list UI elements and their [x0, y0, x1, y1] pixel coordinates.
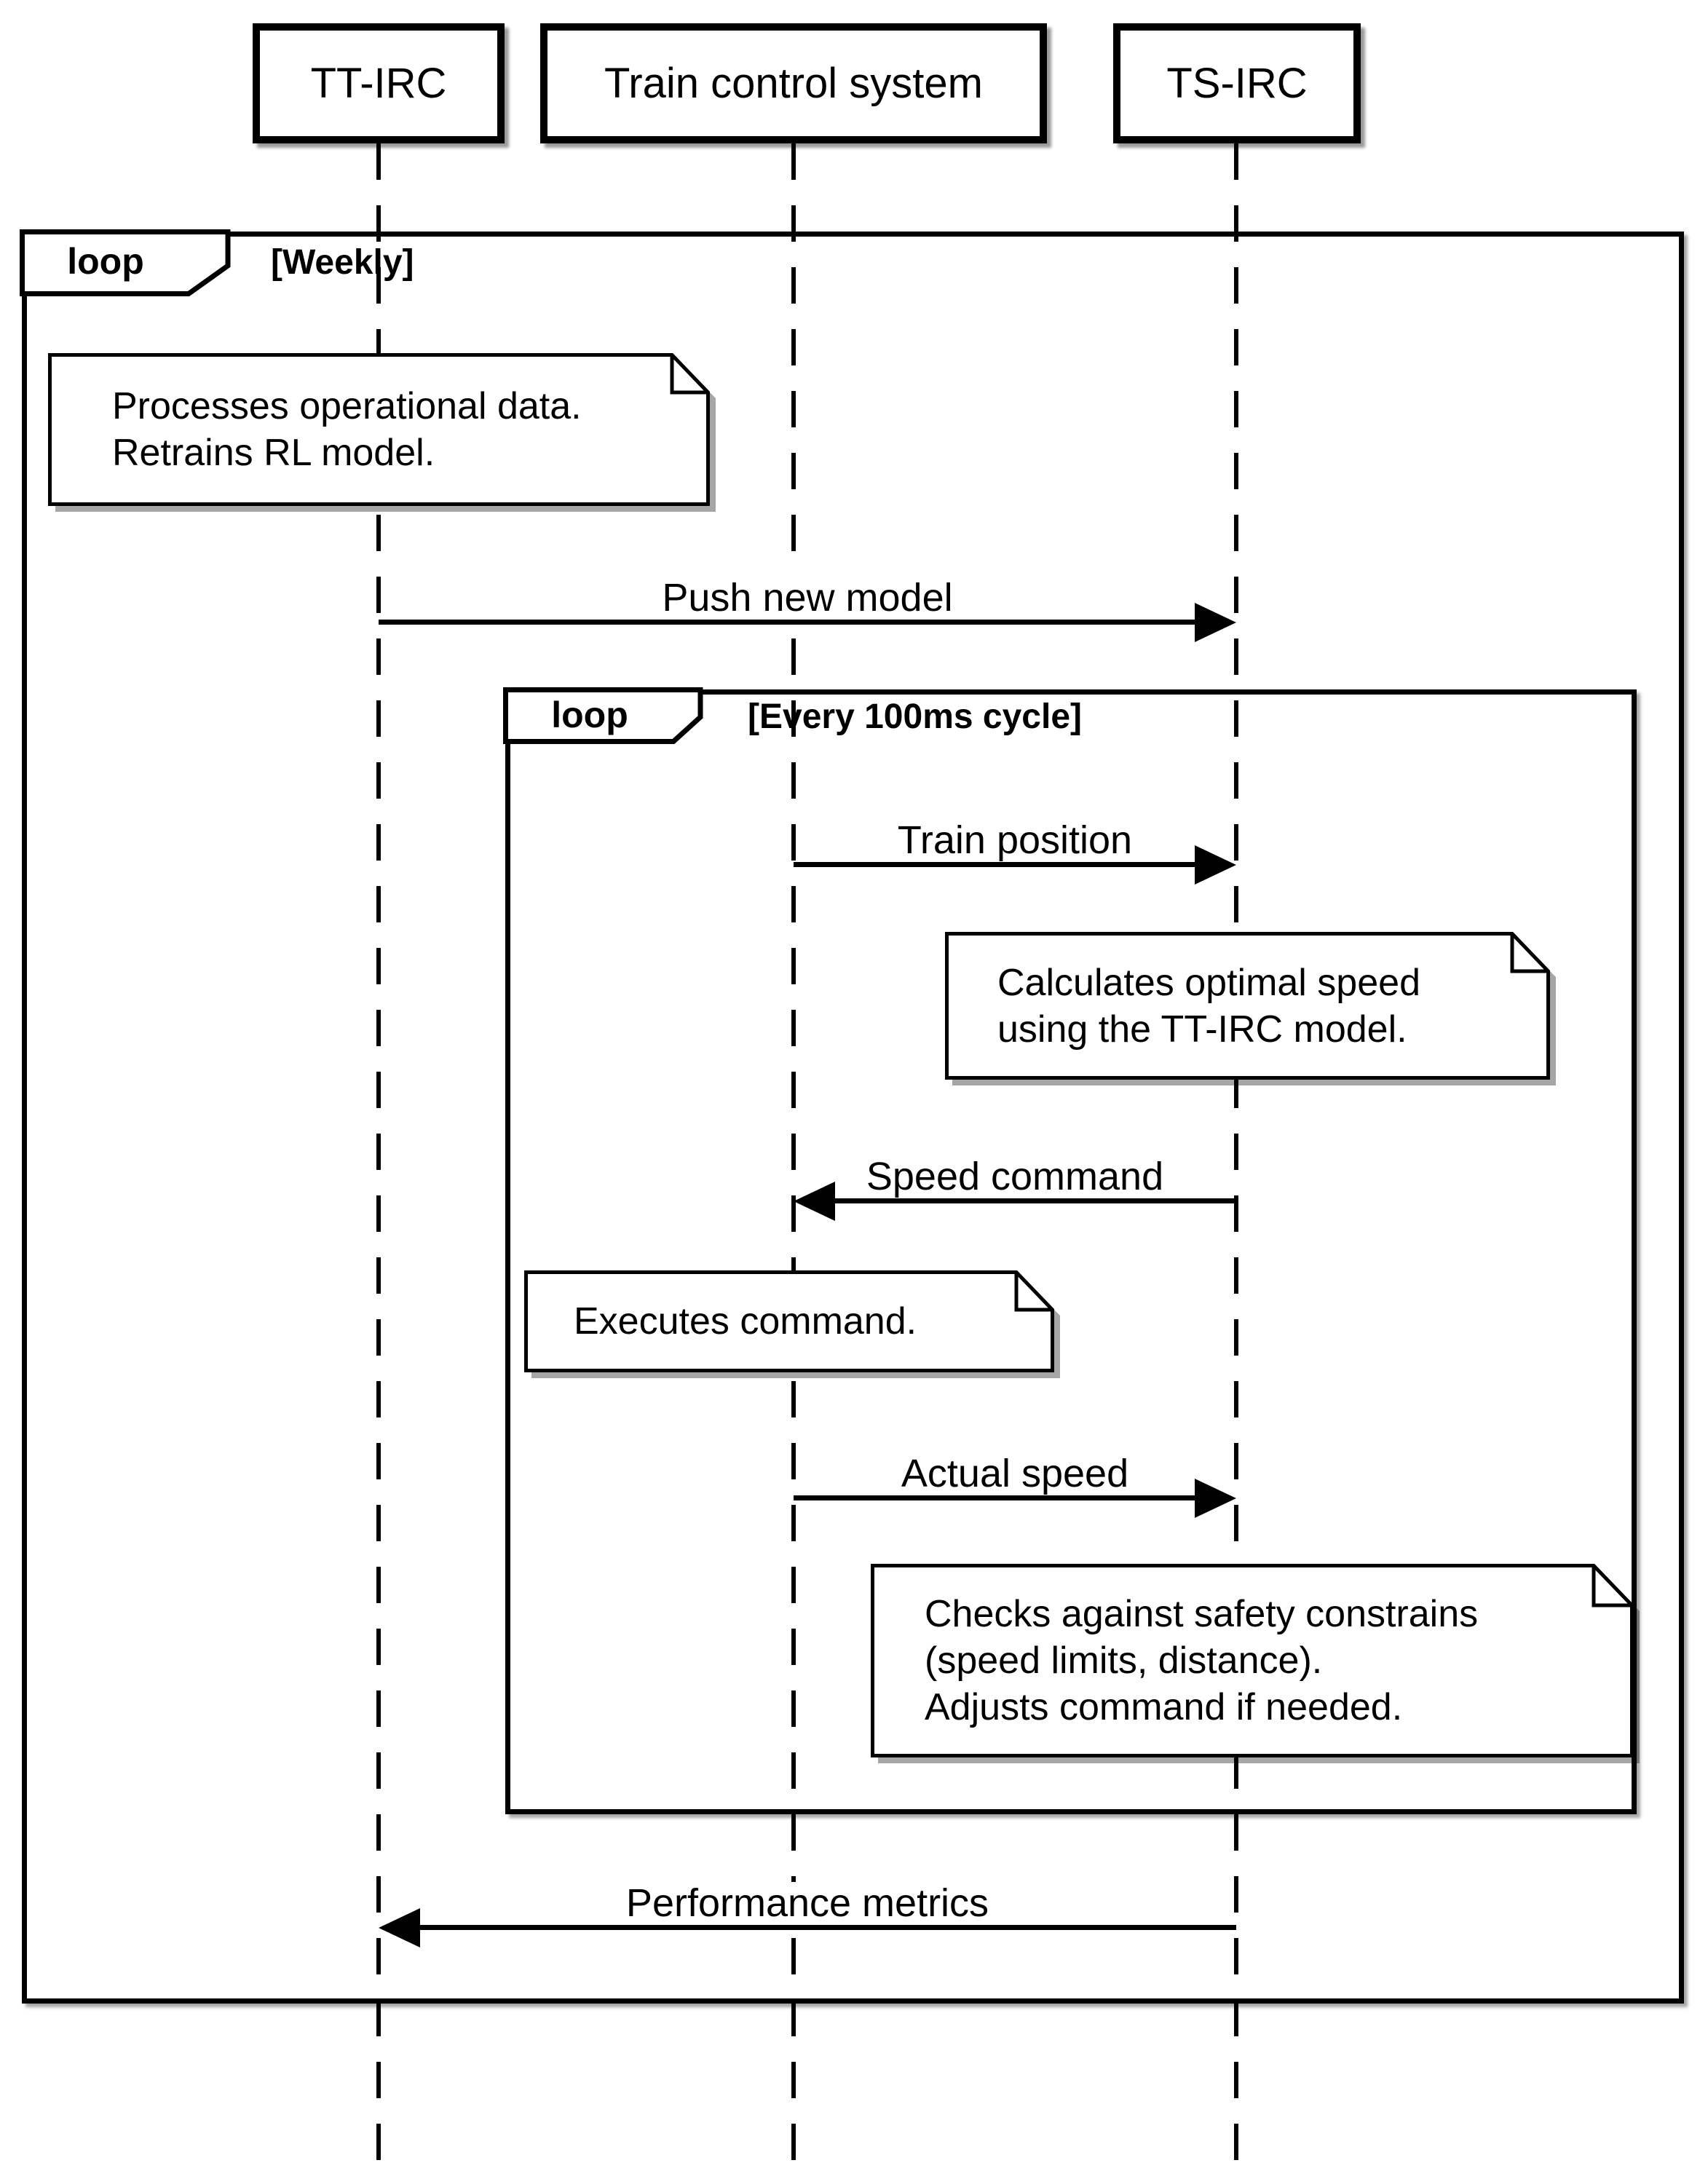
outer-loop-operator-label: loop: [67, 241, 144, 282]
note-safety-check: Checks against safety constrains (speed …: [871, 1564, 1642, 1766]
participant-box-ts-irc: TS-IRC: [1113, 23, 1361, 143]
arrowhead-right: [1195, 1479, 1236, 1518]
inner-loop-frame: [505, 689, 1637, 1814]
note-text: Executes command.: [574, 1300, 917, 1342]
participant-box-train-control-system: Train control system: [540, 23, 1047, 143]
arrowhead-left: [794, 1182, 835, 1221]
arrowhead-right: [1195, 845, 1236, 885]
participant-label: TT-IRC: [310, 60, 447, 107]
message-arrow-performance-metrics: [420, 1925, 1236, 1930]
lifeline-train-control-system: [791, 143, 796, 2179]
message-label: Speed command: [860, 1155, 1170, 1198]
note-execute-command: Executes command.: [524, 1270, 1063, 1381]
inner-loop-operator-badge: [503, 687, 703, 744]
participant-box-tt-irc: TT-IRC: [253, 23, 505, 143]
note-text: Checks against safety constrains (speed …: [925, 1593, 1479, 1728]
message-arrow-speed-command: [835, 1198, 1236, 1203]
participant-label: Train control system: [604, 60, 983, 107]
outer-loop-operator-badge: [20, 229, 231, 296]
message-label: Push new model: [656, 577, 959, 619]
note-text: Calculates optimal speed using the TT-IR…: [997, 961, 1420, 1051]
lifeline-ts-irc: [1234, 143, 1238, 2179]
participant-label: TS-IRC: [1166, 60, 1308, 107]
lifeline-tt-irc: [376, 143, 381, 2179]
inner-loop-operator-label: loop: [551, 695, 628, 735]
message-arrow-push-new-model: [379, 620, 1200, 625]
message-label: Actual speed: [895, 1452, 1135, 1495]
outer-loop-frame: [22, 232, 1684, 2004]
message-label: Performance metrics: [620, 1882, 995, 1924]
outer-loop-guard: [Weekly]: [271, 243, 414, 282]
message-arrow-actual-speed: [794, 1495, 1200, 1500]
note-retrain: Processes operational data. Retrains RL …: [48, 353, 719, 515]
arrowhead-right: [1195, 603, 1236, 642]
note-calculate-speed: Calculates optimal speed using the TT-IR…: [945, 932, 1559, 1088]
message-arrow-train-position: [794, 862, 1200, 867]
arrowhead-left: [379, 1908, 420, 1947]
note-text: Processes operational data. Retrains RL …: [112, 385, 582, 474]
inner-loop-guard: [Every 100ms cycle]: [748, 697, 1082, 736]
message-label: Train position: [891, 819, 1139, 861]
